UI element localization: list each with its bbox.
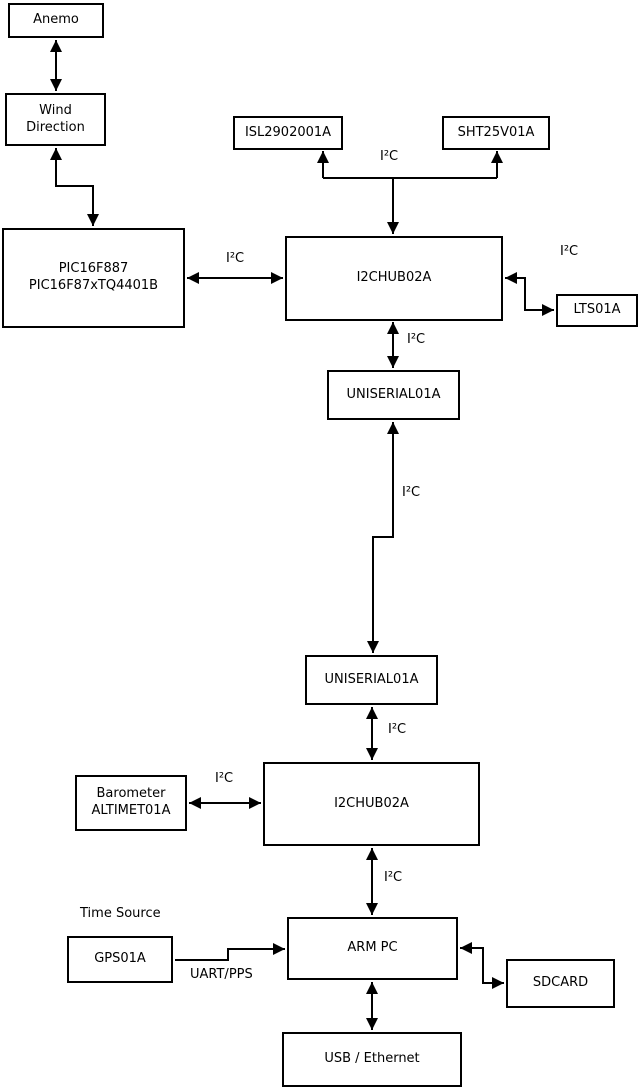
node-isl2902001a: ISL2902001A <box>233 116 343 150</box>
node-sht25v01a-label: SHT25V01A <box>457 124 535 140</box>
edge-armpc-sdcard <box>460 942 504 989</box>
edge-label-i2c-long-link: I²C <box>402 485 421 500</box>
node-arm-pc: ARM PC <box>287 917 458 980</box>
node-lts01a: LTS01A <box>556 294 638 327</box>
node-wind-direction: Wind Direction <box>5 93 106 146</box>
node-pic: PIC16F887 PIC16F87xTQ4401B <box>2 228 185 328</box>
node-usb-ethernet-label: USB / Ethernet <box>324 1051 420 1067</box>
node-gps01a-label: GPS01A <box>94 951 146 967</box>
edge-label-i2c-uniserial-hub2: I²C <box>388 722 407 737</box>
node-barometer: Barometer ALTIMET01A <box>75 775 187 831</box>
node-wind-direction-line2: Direction <box>26 119 85 135</box>
node-sht25v01a: SHT25V01A <box>442 116 550 150</box>
node-anemo: Anemo <box>8 3 104 38</box>
node-usb-ethernet: USB / Ethernet <box>282 1032 462 1087</box>
node-anemo-label: Anemo <box>33 12 79 28</box>
edge-label-i2c-pic-hub: I²C <box>226 251 245 266</box>
node-i2chub-bottom-label: I2CHUB02A <box>334 795 409 811</box>
edge-label-i2c-barometer-hub2: I²C <box>215 771 234 786</box>
edge-i2chubtop-lts <box>505 272 554 316</box>
node-arm-pc-label: ARM PC <box>347 940 398 956</box>
node-lts01a-label: LTS01A <box>573 302 621 318</box>
node-sdcard: SDCARD <box>506 959 615 1008</box>
edge-winddirection-pic <box>50 148 99 226</box>
node-i2chub-top-label: I2CHUB02A <box>356 270 432 286</box>
node-i2chub-bottom: I2CHUB02A <box>263 762 480 846</box>
node-isl2902001a-label: ISL2902001A <box>244 124 332 140</box>
edge-label-i2c-sensor-bus: I²C <box>380 149 399 164</box>
node-uniserial-bottom-label: UNISERIAL01A <box>324 671 419 687</box>
edge-label-uart-pps: UART/PPS <box>190 967 253 982</box>
node-uniserial-top: UNISERIAL01A <box>327 370 460 420</box>
node-wind-direction-line1: Wind <box>39 102 72 118</box>
edge-label-i2c-hub-lts: I²C <box>560 244 579 259</box>
node-gps01a: GPS01A <box>67 936 173 983</box>
node-sdcard-label: SDCARD <box>532 975 589 991</box>
node-pic-line1: PIC16F887 <box>58 261 129 277</box>
node-uniserial-top-label: UNISERIAL01A <box>346 386 441 402</box>
edge-gps-armpc <box>175 943 285 961</box>
edge-uniserialtop-uniserialbottom <box>367 422 399 653</box>
edge-label-time-source: Time Source <box>80 906 161 921</box>
node-barometer-line2: ALTIMET01A <box>91 803 171 818</box>
edge-label-i2c-hub-uniserial: I²C <box>407 332 426 347</box>
node-pic-line2: PIC16F87xTQ4401B <box>28 278 159 293</box>
node-barometer-line1: Barometer <box>96 786 166 802</box>
node-uniserial-bottom: UNISERIAL01A <box>305 655 438 705</box>
node-i2chub-top: I2CHUB02A <box>285 236 503 321</box>
edge-label-i2c-hub2-armpc: I²C <box>384 870 403 885</box>
